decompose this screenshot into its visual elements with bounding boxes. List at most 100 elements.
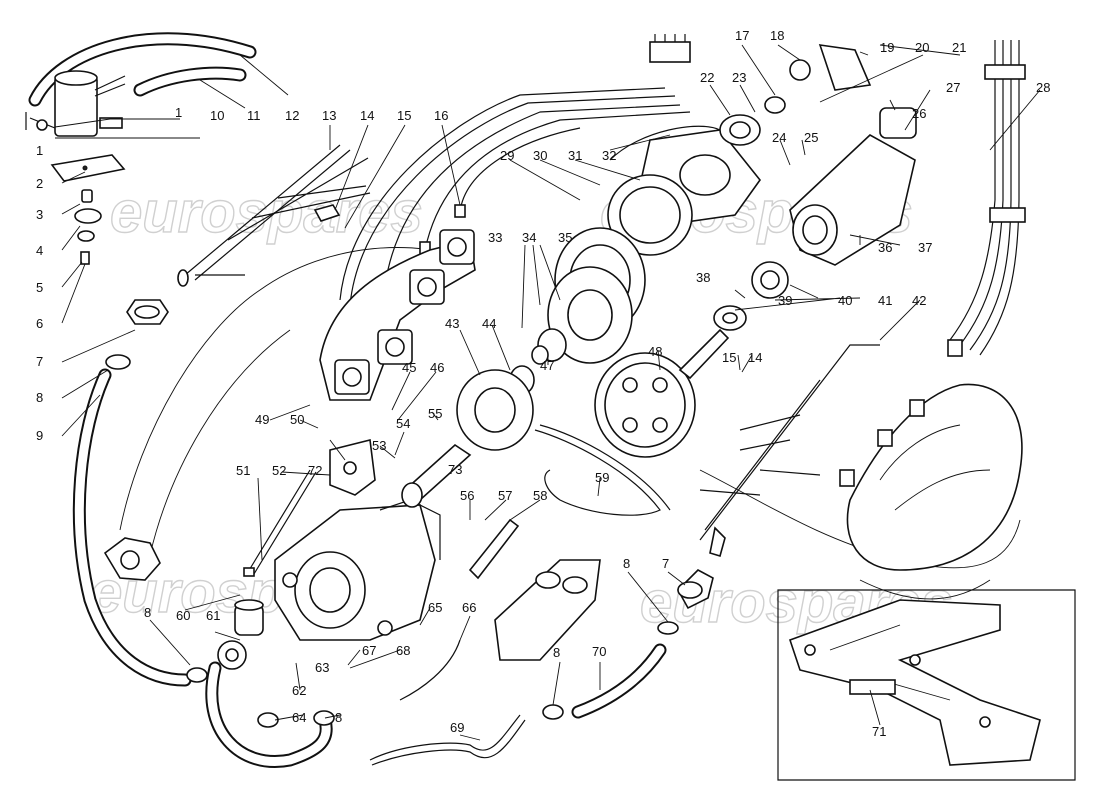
callout-70: 70 (592, 644, 606, 659)
callout-8: 8 (36, 390, 43, 405)
callout-14-right: 14 (748, 350, 762, 365)
callout-19: 19 (880, 40, 894, 55)
clutch-assembly (456, 125, 762, 451)
callout-38: 38 (696, 270, 710, 285)
callout-54: 54 (396, 416, 410, 431)
callout-57: 57 (498, 488, 512, 503)
callout-6: 6 (36, 316, 43, 331)
callout-1b: 1 (36, 143, 43, 158)
callout-67: 67 (362, 643, 376, 658)
callout-69: 69 (450, 720, 464, 735)
bracket-13 (177, 144, 371, 287)
callout-20: 20 (915, 40, 929, 55)
callout-8-mid: 8 (553, 645, 560, 660)
callout-55: 55 (428, 406, 442, 421)
callout-4: 4 (36, 243, 43, 258)
callout-16: 16 (434, 108, 448, 123)
water-pump (217, 499, 441, 670)
callout-66: 66 (462, 600, 476, 615)
callout-48: 48 (648, 344, 662, 359)
callout-35: 35 (558, 230, 572, 245)
callout-27: 27 (946, 80, 960, 95)
lower-hoses (205, 639, 667, 768)
callout-53: 53 (372, 438, 386, 453)
callout-24: 24 (772, 130, 786, 145)
callout-41: 41 (878, 293, 892, 308)
callout-15-right: 15 (722, 350, 736, 365)
bracket-72 (329, 439, 376, 496)
callout-8-right: 8 (623, 556, 630, 571)
callout-46: 46 (430, 360, 444, 375)
pulley-48 (594, 328, 730, 458)
valve-7-right (657, 569, 714, 635)
solenoid-assembly (25, 32, 257, 137)
callout-11: 11 (247, 108, 261, 123)
callout-15: 15 (397, 108, 411, 123)
callout-34: 34 (522, 230, 536, 245)
callout-1a: 1 (175, 105, 182, 120)
callout-2: 2 (36, 176, 43, 191)
callout-17: 17 (735, 28, 749, 43)
watermark-top: eurospares (110, 180, 423, 245)
manifold-left (319, 229, 476, 401)
callout-7-right: 7 (662, 556, 669, 571)
bracket-58 (468, 518, 520, 580)
callout-50: 50 (290, 412, 304, 427)
hose-clamps (186, 667, 564, 728)
callout-7: 7 (36, 354, 43, 369)
callout-45: 45 (402, 360, 416, 375)
callout-44: 44 (482, 316, 496, 331)
callout-43: 43 (445, 316, 459, 331)
callout-58: 58 (533, 488, 547, 503)
callout-8-pump: 8 (144, 605, 151, 620)
leader-lines (54, 44, 1041, 741)
chassis-outline (103, 247, 1021, 600)
callout-62: 62 (292, 683, 306, 698)
callout-21: 21 (952, 40, 966, 55)
callout-18: 18 (770, 28, 784, 43)
callout-8-lower: 8 (335, 710, 342, 725)
carburetor-base (494, 559, 601, 661)
callout-63: 63 (315, 660, 329, 675)
callout-3: 3 (36, 207, 43, 222)
callout-47: 47 (540, 358, 554, 373)
callout-9: 9 (36, 428, 43, 443)
callout-42: 42 (912, 293, 926, 308)
callout-71: 71 (872, 724, 886, 739)
callout-labels: 1 1 2 3 4 5 6 7 8 9 10 11 12 13 14 15 16… (36, 28, 1050, 739)
callout-51: 51 (236, 463, 250, 478)
callout-60: 60 (176, 608, 190, 623)
callout-22: 22 (700, 70, 714, 85)
callout-39: 39 (778, 293, 792, 308)
callout-32: 32 (602, 148, 616, 163)
callout-56: 56 (460, 488, 474, 503)
belt-59 (534, 424, 671, 516)
manifold-right (839, 339, 1023, 571)
callout-65: 65 (428, 600, 442, 615)
pipe-bundle-right (699, 40, 1026, 558)
callout-14: 14 (360, 108, 374, 123)
callout-26: 26 (912, 106, 926, 121)
housing-27 (713, 44, 917, 331)
callout-61: 61 (206, 608, 220, 623)
callout-13: 13 (322, 108, 336, 123)
callout-36: 36 (878, 240, 892, 255)
callout-12: 12 (285, 108, 299, 123)
callout-25: 25 (804, 130, 818, 145)
callout-68: 68 (396, 643, 410, 658)
callout-64: 64 (292, 710, 306, 725)
callout-33: 33 (488, 230, 502, 245)
callout-28: 28 (1036, 80, 1050, 95)
callout-72: 72 (308, 463, 322, 478)
callout-31: 31 (568, 148, 582, 163)
callout-10: 10 (210, 108, 224, 123)
inset-bracket-71 (777, 589, 1076, 781)
callout-52: 52 (272, 463, 286, 478)
shaft-73 (401, 443, 472, 508)
mount-stack (50, 154, 192, 687)
callout-49: 49 (255, 412, 269, 427)
callout-5: 5 (36, 280, 43, 295)
bolt-51 (243, 469, 317, 577)
callout-37: 37 (918, 240, 932, 255)
